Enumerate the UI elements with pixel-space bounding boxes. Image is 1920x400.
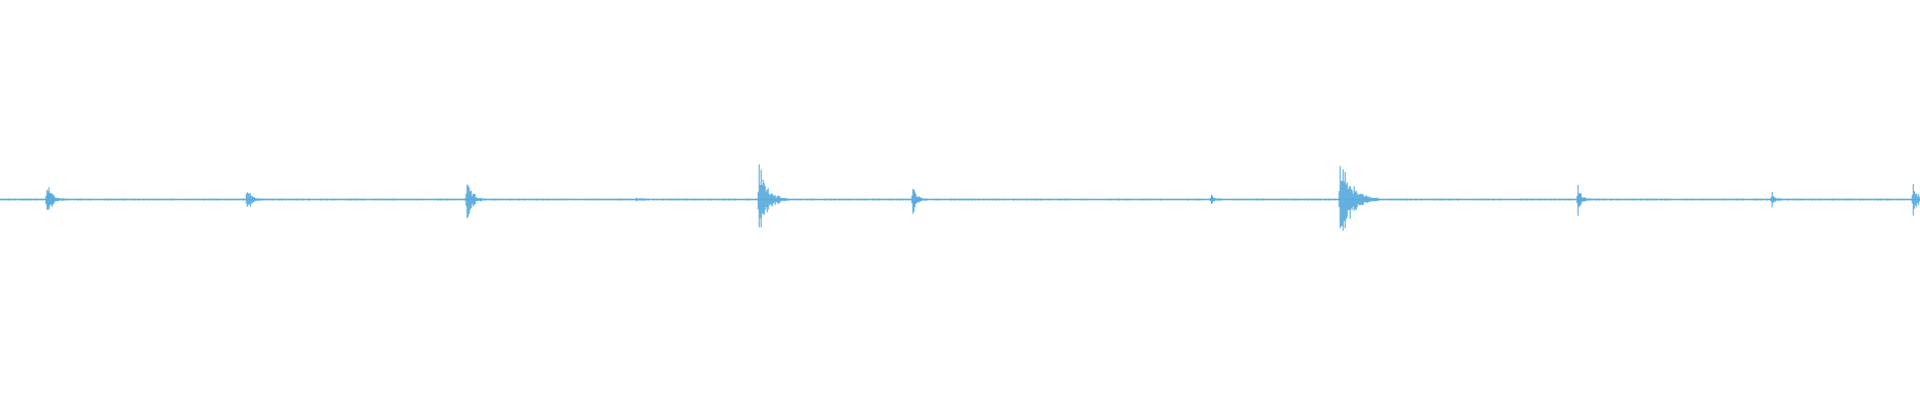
waveform-transient [45, 187, 65, 211]
waveform-transient [635, 197, 646, 202]
waveform-transient [1338, 166, 1380, 231]
waveform-transient [1576, 184, 1592, 216]
waveform-transient [245, 192, 262, 207]
waveform-transient [1770, 192, 1781, 208]
waveform-transient [465, 184, 487, 219]
waveform-transient [757, 164, 790, 228]
waveform-transient [1209, 194, 1221, 205]
waveform-transient [911, 188, 928, 214]
waveform-transient [1911, 184, 1920, 216]
waveform-events [0, 164, 1920, 231]
